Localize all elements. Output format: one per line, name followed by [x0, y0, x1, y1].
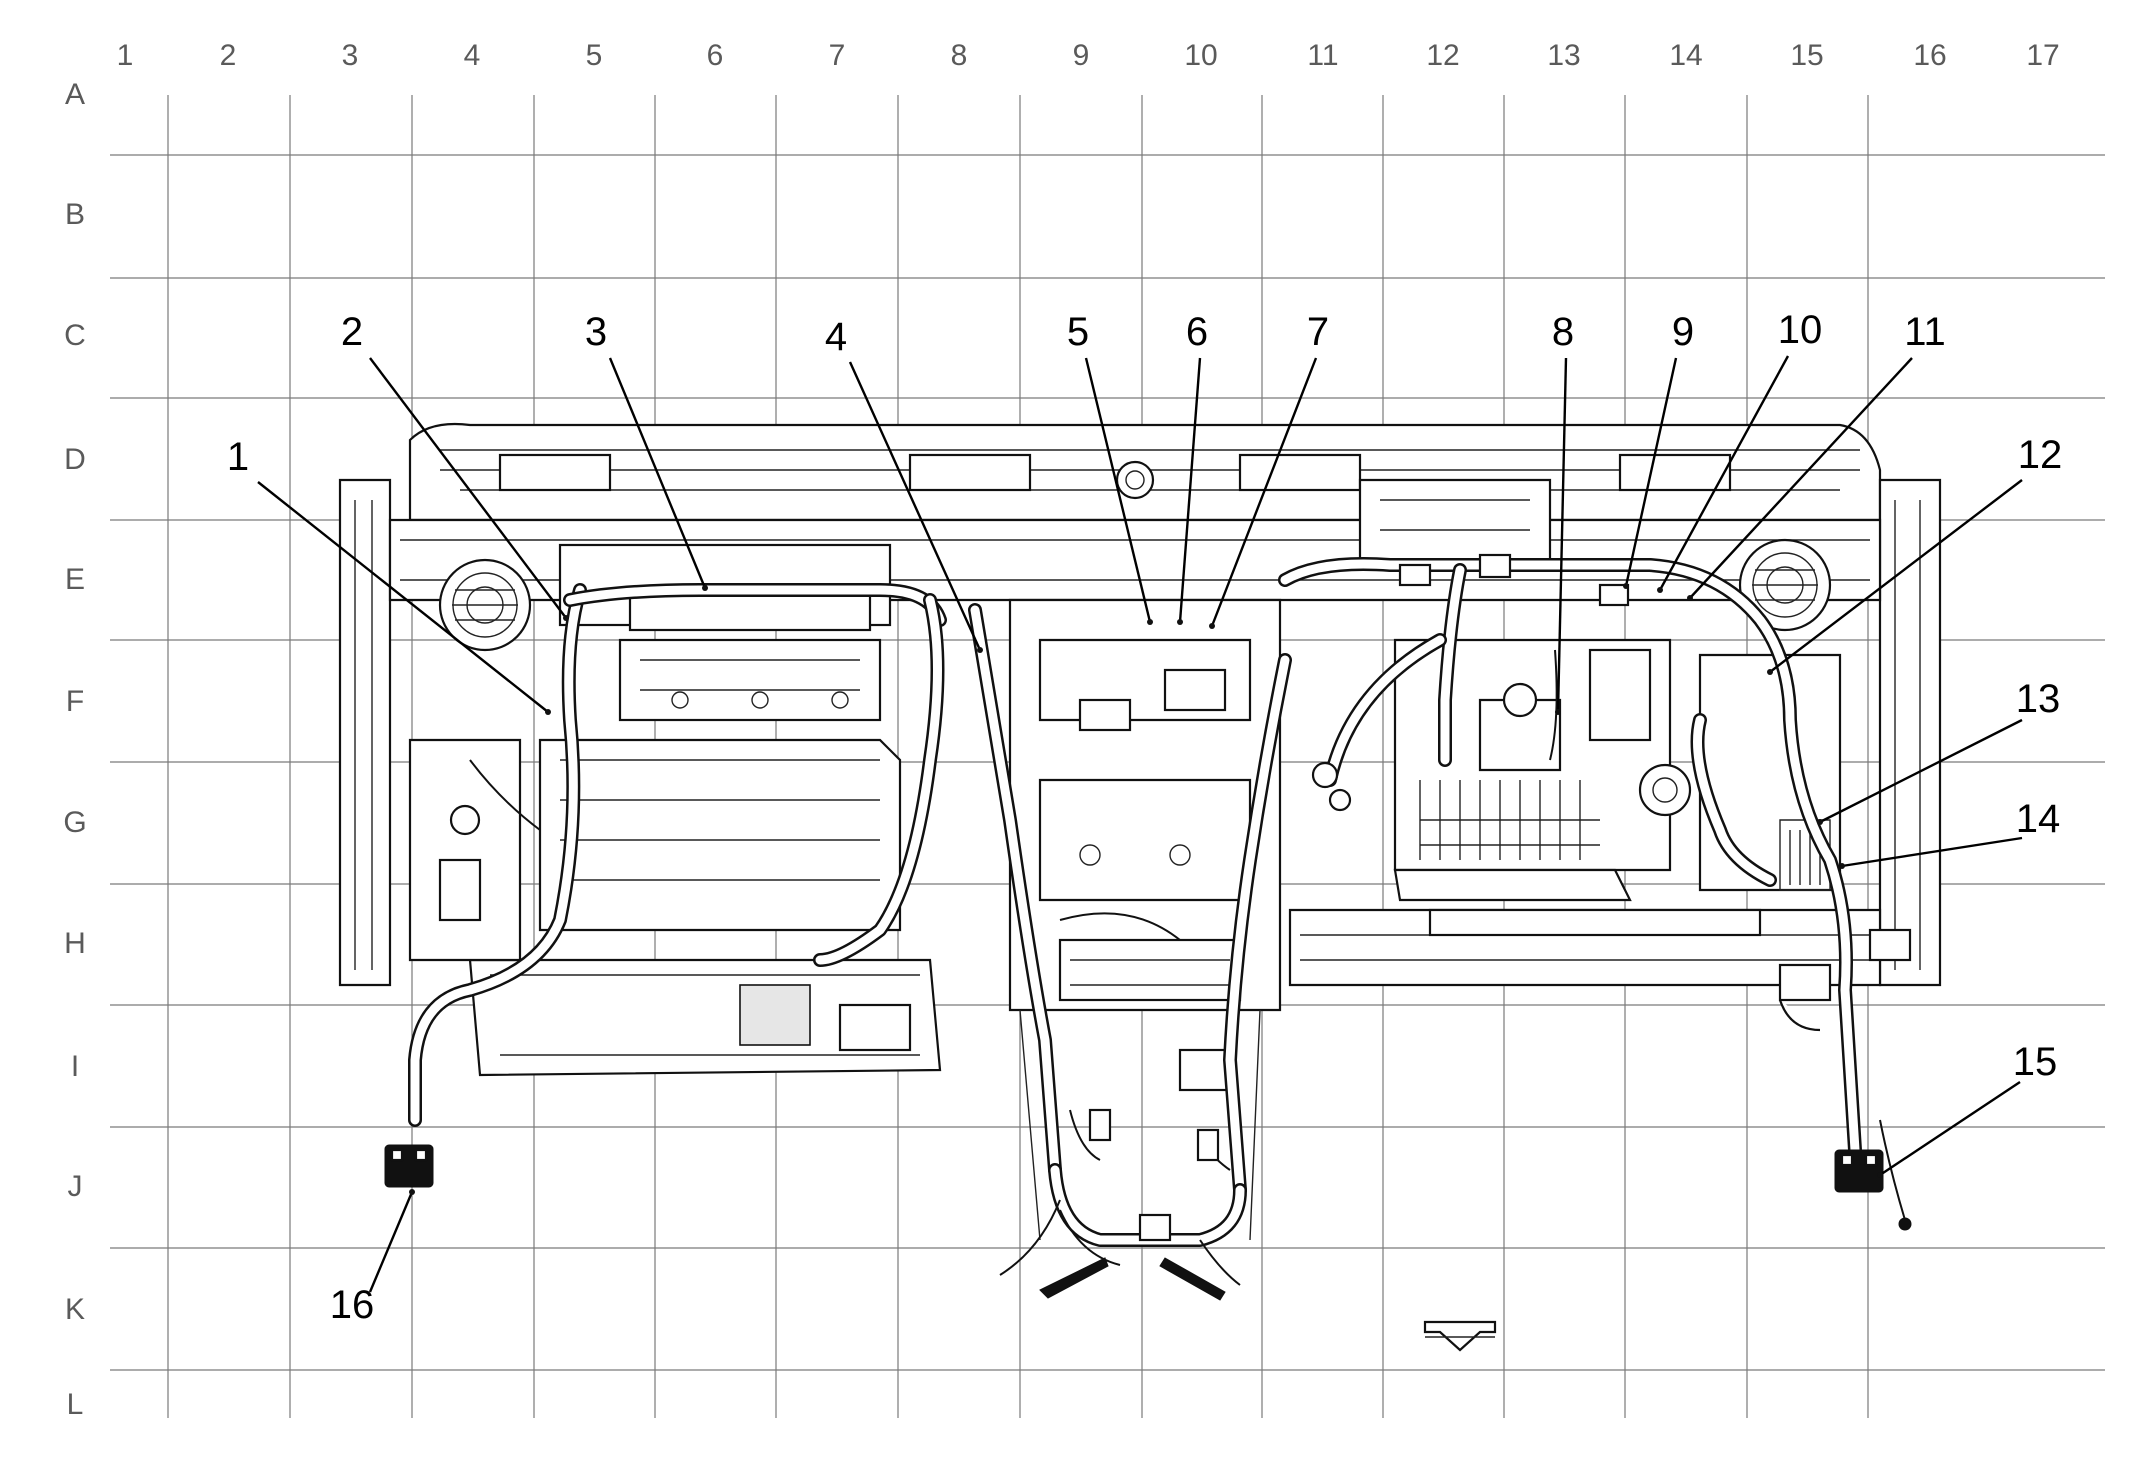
callout-leader-tip: [409, 1189, 415, 1195]
grid-row-label: B: [65, 198, 85, 231]
grid-column-label: 5: [586, 39, 603, 72]
callout-leaders: [257, 355, 2023, 1293]
grid-column-label: 6: [707, 39, 724, 72]
callout-leader-line: [257, 481, 549, 713]
grid-column-label: 17: [2026, 39, 2059, 72]
callout-number: 12: [2018, 433, 2063, 477]
callout-leader-tip: [1177, 619, 1183, 625]
callout-number: 1: [227, 435, 249, 479]
callout-number: 6: [1186, 310, 1208, 354]
callout-leader-line: [1879, 1081, 2021, 1176]
callout-leader-tip: [1767, 669, 1773, 675]
callout-number: 7: [1307, 310, 1329, 354]
callout-leader-line: [1178, 357, 1202, 623]
callout-number: 16: [330, 1283, 375, 1327]
grid-row-label: H: [64, 927, 86, 960]
callout-leader-tip: [702, 585, 708, 591]
grid-row-labels: A B C D E F G H I J K L: [63, 78, 86, 1421]
grid-column-label: 4: [464, 39, 481, 72]
grid-column-label: 16: [1913, 39, 1946, 72]
callout-leader-tip: [1817, 819, 1823, 825]
grid-column-label: 3: [342, 39, 359, 72]
callout-leader-line: [1210, 357, 1318, 627]
callout-leader-tip: [1555, 709, 1561, 715]
callout-leader-line: [369, 357, 567, 619]
grid-column-label: 14: [1669, 39, 1702, 72]
callout-leader-tip: [1623, 583, 1629, 589]
callout-leader-line: [1624, 357, 1678, 587]
grid-column-label: 12: [1426, 39, 1459, 72]
callout-number: 8: [1552, 310, 1574, 354]
callout-number: 9: [1672, 310, 1694, 354]
callout-leader-line: [608, 357, 707, 589]
callout-leader-tip: [545, 709, 551, 715]
callout-leader-line: [1819, 718, 2023, 824]
callout-leader-line: [1689, 357, 1913, 599]
grid-row-label: I: [71, 1050, 79, 1083]
callout-leader-tip: [1877, 1172, 1883, 1178]
callout-number: 2: [341, 310, 363, 354]
grid-row-label: E: [65, 563, 85, 596]
callout-number: 15: [2013, 1040, 2058, 1084]
callout-leader-line: [1658, 355, 1790, 591]
callout-leader-line: [368, 1191, 414, 1293]
grid-column-label: 11: [1307, 39, 1338, 72]
grid-column-label: 13: [1547, 39, 1580, 72]
grid-column-label: 7: [829, 39, 846, 72]
grid-row-label: K: [65, 1293, 85, 1326]
grid-column-label: 15: [1790, 39, 1823, 72]
callout-leader-line: [848, 361, 982, 651]
callout-number: 3: [585, 310, 607, 354]
grid-row-label: F: [66, 685, 84, 718]
callout-number: 13: [2016, 677, 2061, 721]
callout-leader-tip: [563, 615, 569, 621]
grid-row-label: L: [67, 1388, 84, 1421]
grid-row-label: C: [64, 319, 86, 352]
callout-number: 10: [1778, 308, 1823, 352]
grid-column-label: 1: [117, 39, 134, 72]
callout-leader-tip: [1657, 587, 1663, 593]
callout-leader-line: [1841, 836, 2023, 868]
callout-number: 11: [1904, 310, 1946, 354]
callout-leader-line: [1769, 479, 2023, 673]
grid-column-label: 10: [1184, 39, 1217, 72]
callout-leader-tip: [1687, 595, 1693, 601]
callout-leader-tip: [1147, 619, 1153, 625]
callout-leader-line: [1556, 357, 1568, 713]
callout-leader-tip: [1209, 623, 1215, 629]
callout-leader-tip: [1839, 863, 1845, 869]
callout-leader-tip: [977, 647, 983, 653]
grid-column-label: 8: [951, 39, 968, 72]
grid-row-label: G: [63, 806, 86, 839]
grid-row-label: J: [68, 1170, 83, 1203]
callout-leader-line: [1084, 357, 1152, 623]
callout-number: 14: [2016, 797, 2061, 841]
instrument-panel-carrier: [338, 422, 1942, 1301]
grid-row-label: A: [65, 78, 85, 111]
direction-arrow-icon: [1423, 1320, 1497, 1352]
callout-number: 5: [1067, 310, 1089, 354]
grid-column-label: 9: [1073, 39, 1090, 72]
grid-row-label: D: [64, 443, 86, 476]
grid-column-label: 2: [220, 39, 237, 72]
callout-number: 4: [825, 315, 847, 359]
